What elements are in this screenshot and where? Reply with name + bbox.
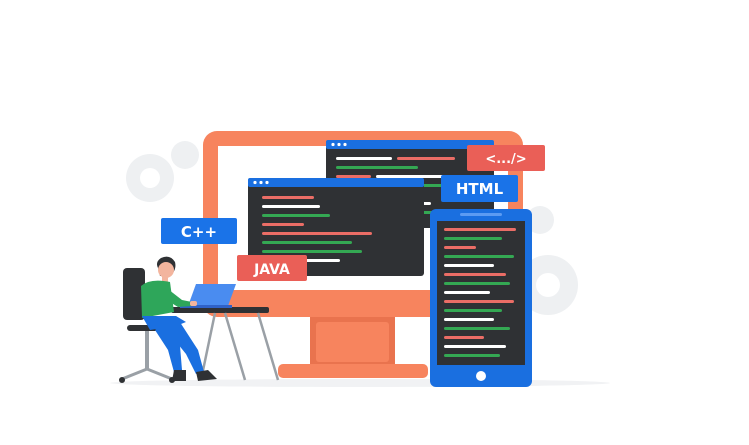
- tag-html: HTML: [441, 175, 518, 202]
- tag-cpp: C++: [161, 218, 237, 244]
- laptop-icon: [180, 284, 236, 308]
- tag-html-label: HTML: [456, 180, 504, 198]
- code-window-front: [248, 178, 424, 276]
- gear-icon: [126, 141, 199, 202]
- phone: [430, 209, 532, 387]
- tag-code: <.../>: [467, 145, 545, 171]
- gear-icon-right: [518, 206, 578, 315]
- tag-java: JAVA: [237, 255, 307, 281]
- desk: [171, 307, 280, 381]
- developer-figure: [141, 256, 217, 381]
- tag-cpp-label: C++: [181, 223, 217, 241]
- tag-code-label: <.../>: [485, 152, 526, 167]
- tag-java-label: JAVA: [253, 262, 290, 278]
